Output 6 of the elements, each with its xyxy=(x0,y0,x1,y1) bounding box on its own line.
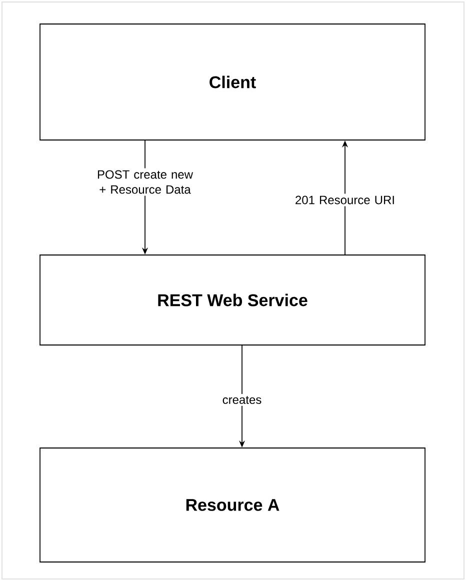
edge-label: POST create new + Resource Data xyxy=(98,170,194,194)
box: Resource A xyxy=(40,448,426,562)
edge-label: 201 Resource URI xyxy=(296,196,394,204)
edge-label: creates xyxy=(222,396,262,404)
box: REST Web Service xyxy=(40,254,426,346)
box: Client xyxy=(40,24,426,140)
